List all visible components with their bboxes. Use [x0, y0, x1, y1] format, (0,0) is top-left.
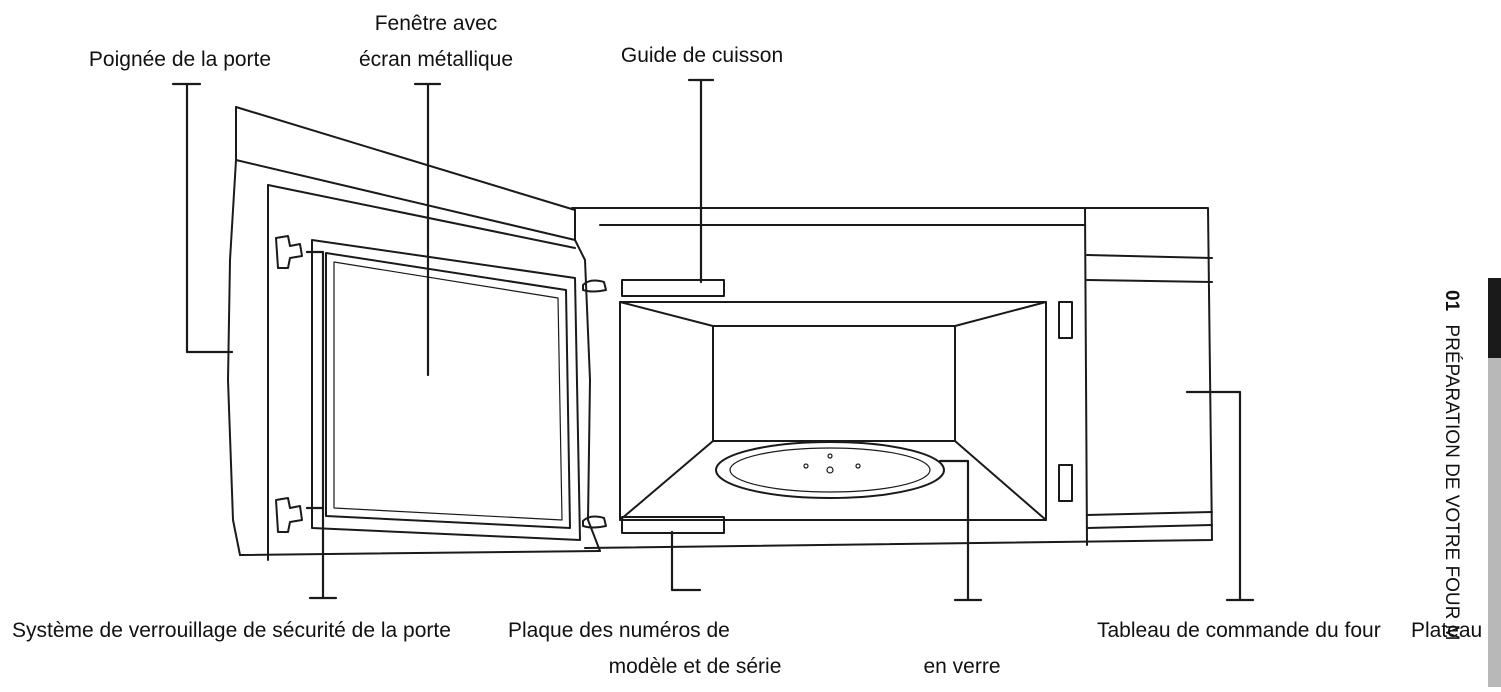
oven-door: [228, 107, 600, 560]
label-door-handle: Poignée de la porte: [89, 48, 271, 71]
label-plate-line2: modèle et de série: [609, 655, 782, 678]
label-window-line2: écran métallique: [359, 48, 513, 71]
label-window-line1: Fenêtre avec: [375, 12, 498, 35]
door-latch-top: [276, 236, 302, 268]
label-control-panel: Tableau de commande du four: [1097, 619, 1381, 642]
door-latch-bottom: [276, 498, 302, 532]
section-number: 01: [1441, 290, 1462, 312]
oven-cabinet: [572, 208, 1212, 548]
label-plate-line1: Plaque des numéros de: [508, 619, 730, 642]
label-glass-tray-line2: en verre: [923, 655, 1000, 678]
section-title: PRÉPARATION DE VOTRE FOUR M: [1441, 324, 1462, 640]
section-tab-text: 01 PRÉPARATION DE VOTRE FOUR M: [1441, 290, 1462, 640]
label-cooking-guide: Guide de cuisson: [621, 44, 783, 67]
label-safety-lock: Système de verrouillage de sécurité de l…: [12, 619, 451, 642]
